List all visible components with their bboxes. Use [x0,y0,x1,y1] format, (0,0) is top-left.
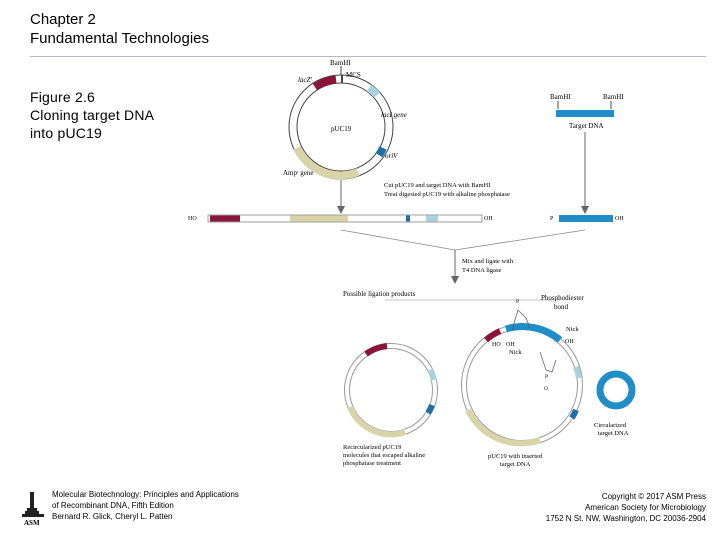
amp-segment [293,146,360,180]
middle-caption-line-1: pUC19 with inserted [488,453,543,460]
linear-target-bar [559,215,613,222]
phosphate-top-p: P [516,299,519,305]
publisher-line: American Society for Microbiology [585,503,706,512]
copyright-line: Copyright © 2017 ASM Press [601,492,706,501]
middle-caption-line-2: target DNA [500,461,531,468]
asm-logo-text: ASM [24,519,40,527]
target-dna-bar [556,110,614,117]
linear-target-oh-label: OH [615,216,624,222]
recirc-ori [425,403,435,415]
right-caption-line-1: Circularized [594,422,627,429]
phosphate-bottom-p: P [545,374,548,380]
left-caption-line-3: phosphatase treatment [343,460,401,467]
recomb-insert [504,323,563,343]
laci-label: lacI gene [381,111,407,119]
linear-ho-label: HO [188,216,197,222]
lacz-segment [312,75,337,91]
target-bamhi-right: BamHI [603,93,624,101]
recomb-ho-label: HO [492,342,501,348]
linear-target: P OH [550,215,624,222]
address-line: 1752 N St. NW, Washington, DC 20036-2904 [545,514,706,523]
step1-line-2: Treat digested pUC19 with alkaline phosp… [384,191,510,198]
merge-line-right [454,229,586,251]
recombinant-puc19: HO OH OH Nick Nick Phosphodiester bond P… [461,294,584,468]
laci-segment [366,84,380,98]
right-caption-line-2: target DNA [598,430,629,437]
recirc-laci [427,368,437,381]
target-dna-label: Target DNA [569,122,604,130]
linear-ori [406,215,410,222]
footer-citation: Molecular Biotechnology: Principles and … [52,489,239,522]
footer-copyright: Copyright © 2017 ASM Press American Soci… [546,491,706,524]
phosphate-bottom-o: O [544,386,548,392]
left-caption-line-2: molecules that escaped alkaline [343,452,425,459]
mcs-label: MCS [346,71,361,79]
puc19-plasmid: BamHI MCS lacZ' lacI gene pUC19 oriV Amp… [283,59,407,180]
chapter-subtitle: Fundamental Technologies [30,30,210,47]
target-circle [596,370,636,410]
linearized-puc19: HO OH [188,214,493,223]
book-edition: of Recombinant DNA, Fifth Edition [52,501,174,510]
recomb-ori [569,408,579,420]
recircularized-puc19: Recircularized pUC19 molecules that esca… [343,343,438,467]
step2-line-1: Mix and ligate with [462,258,514,265]
phosphodiester-label-1: Phosphodiester [541,294,584,302]
recomb-laci [573,365,582,379]
book-authors: Bernard R. Glick, Cheryl L. Patten [52,512,173,521]
puc19-label: pUC19 [331,125,352,133]
book-title: Molecular Biotechnology: Principles and … [52,490,239,499]
recomb-amp [465,408,542,447]
possible-products-label: Possible ligation products [343,290,416,298]
linear-lacz [210,215,240,222]
figure-number: Figure 2.6 [30,89,96,105]
recomb-oh-b-label: OH [565,339,574,345]
linear-amp [290,215,348,222]
recirc-amp [347,405,406,438]
target-dna-fragment: BamHI BamHI Target DNA [550,93,624,130]
figure-title-line-2: into pUC19 [30,125,103,141]
ori-segment [375,146,387,158]
chapter-title: Chapter 2 Fundamental Technologies [30,10,209,48]
phosphodiester-label-2: bond [554,303,569,311]
figure-caption: Figure 2.6 Cloning target DNA into pUC19 [30,88,154,142]
linear-oh-label: OH [484,216,493,222]
header-divider [30,56,706,57]
lacz-label: lacZ' [298,76,312,84]
linear-laci [426,215,438,222]
amp-label: Ampʳ gene [283,169,314,177]
asm-logo-mark: ASM [22,492,44,527]
left-caption-line-1: Recircularized pUC19 [343,444,401,451]
target-bamhi-left: BamHI [550,93,571,101]
recomb-lacz [484,328,502,343]
merge-line-left [340,229,456,251]
recirc-lacz [364,343,388,357]
step2-line-2: T4 DNA ligase [462,267,501,274]
asm-press-logo: ASM [22,490,44,532]
phosphate-top-bond [511,309,531,331]
step1-line-1: Cut pUC19 and target DNA with BamHI [384,182,490,189]
linear-p-label: P [550,216,554,222]
phosphate-bottom-bond [539,351,557,373]
chapter-number: Chapter 2 [30,11,96,28]
circularized-target: Circularized target DNA [594,370,636,437]
nick-right-label: Nick [566,326,579,333]
ori-label: oriV [385,152,398,160]
bamhi-label: BamHI [330,59,351,67]
recomb-oh-a-label: OH [506,342,515,348]
nick-left-label: Nick [509,349,522,356]
figure-title-line-1: Cloning target DNA [30,107,155,123]
